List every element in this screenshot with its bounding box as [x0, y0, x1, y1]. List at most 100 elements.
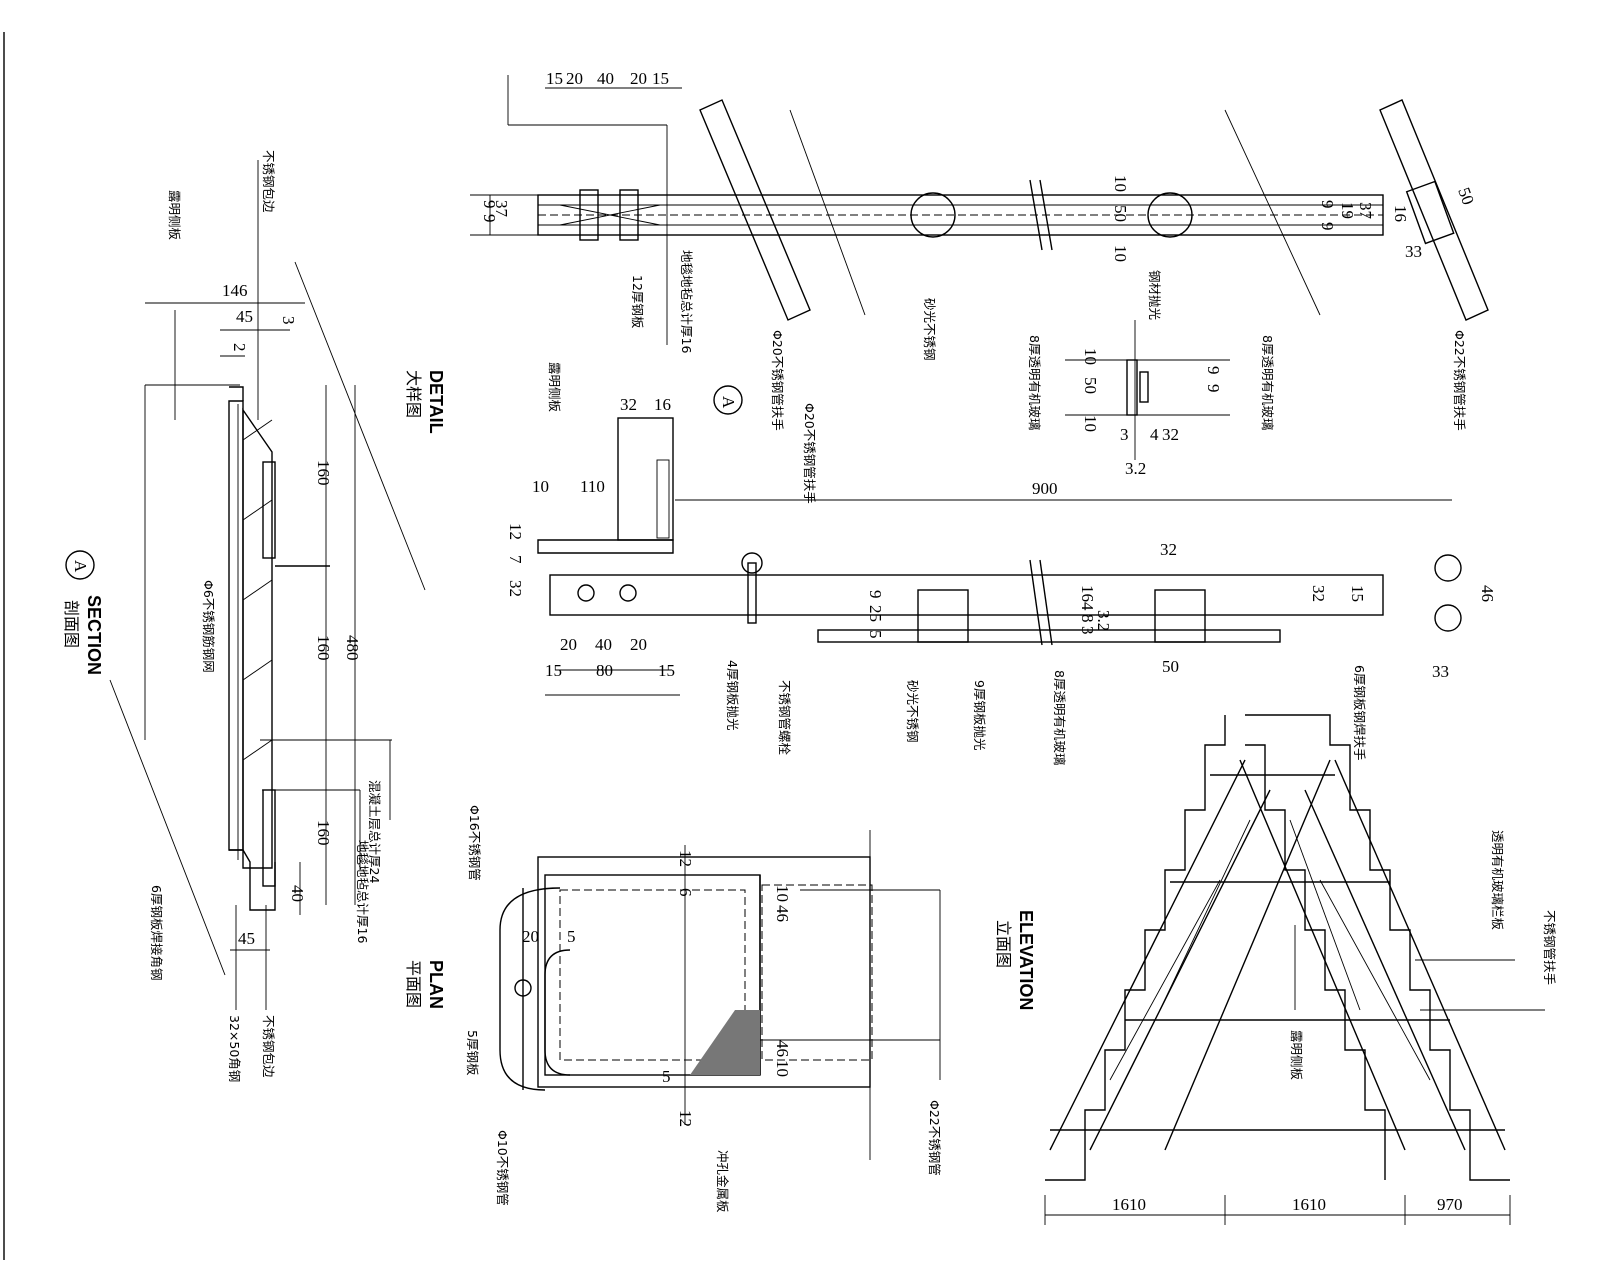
hatch-1 — [242, 419, 273, 441]
elev-stair-left — [1045, 715, 1226, 1181]
note-satin-steel: 砂光不锈钢 — [922, 298, 937, 361]
note-pipe-22: Φ22不锈钢管扶手 — [1452, 330, 1467, 431]
section-title-cn: 剖面图 — [62, 600, 81, 648]
section-concrete — [242, 407, 273, 869]
glass-strip — [817, 629, 1281, 643]
dim-16b: 16 — [654, 395, 671, 414]
dim-50b: 50 — [1162, 657, 1179, 676]
dim-33b: 33 — [1432, 662, 1449, 681]
dim-top-15: 15 — [546, 69, 563, 88]
elev-hatch-4 — [1319, 879, 1431, 1081]
bolt-1 — [579, 189, 599, 241]
plan-dim-5: 5 — [567, 927, 576, 946]
note-concrete: 混凝土层总计厚24 — [367, 780, 382, 883]
plan-dim-46: 46 — [773, 905, 792, 922]
mid-dim-50: 50 — [1081, 377, 1100, 394]
note-4-plate: 4厚钢板抛光 — [725, 660, 740, 730]
mid-dim-32: 32 — [1162, 425, 1179, 444]
dim-160-a: 160 — [314, 460, 333, 486]
dim-bot-20b: 20 — [630, 635, 647, 654]
dim-37: 37 — [492, 200, 511, 218]
dim-top-15b: 15 — [652, 69, 669, 88]
plan-perforated-patch — [690, 1010, 760, 1075]
break-mark-4 — [1039, 559, 1053, 646]
section-tag-circle — [65, 550, 95, 580]
elev-hatch-3 — [1289, 819, 1361, 1011]
plan-dim-10: 10 — [773, 885, 792, 902]
dim-50: 50 — [1454, 185, 1478, 207]
dim-37b: 37 — [1356, 202, 1375, 220]
dim-32d: 32 — [1309, 585, 1328, 602]
dim-32: 32 — [620, 395, 637, 414]
elev-hatch-1 — [1109, 879, 1221, 1081]
clamp-circle-1 — [910, 192, 956, 238]
dim-9d: 9 — [1318, 222, 1337, 231]
dim-40: 40 — [288, 885, 307, 902]
elev-stringer-mid-1 — [1239, 759, 1406, 1151]
note-acrylic-bottom: 8厚透明有机玻璃 — [1052, 670, 1067, 765]
dim-9a: 9 — [480, 200, 499, 209]
elev-stringer-right-1 — [1334, 759, 1506, 1151]
detail-title-en: DETAIL — [426, 370, 446, 434]
detail-lower-rail — [549, 574, 1384, 616]
mid-dim-10b: 10 — [1081, 415, 1100, 432]
hatch-3 — [242, 579, 273, 601]
hatch-5 — [242, 739, 273, 761]
note-pipe-10: Φ10不锈钢管 — [495, 1130, 510, 1206]
note-acrylic-top: 8厚透明有机玻璃 — [1260, 335, 1275, 430]
dim-top-20b: 20 — [630, 69, 647, 88]
note-steel-polish: 钢材抛光 — [1147, 270, 1162, 320]
detail-title-cn: 大样图 — [404, 370, 423, 418]
dim-80: 80 — [596, 661, 613, 680]
note-satin-steel-2: 砂光不锈钢 — [905, 680, 920, 743]
plan-title-cn: 平面图 — [404, 960, 423, 1008]
elev-stringer-left-1 — [1049, 759, 1246, 1151]
note-stainless-edge-top: 不锈钢包边 — [261, 150, 276, 213]
step-plate — [537, 539, 674, 554]
mid-dim-10: 10 — [1081, 348, 1100, 365]
note-carpet-16: 地毯地毡总计厚16 — [679, 250, 694, 353]
dim-9b: 9 — [480, 214, 499, 223]
plan-pipe-16 — [499, 887, 561, 1091]
dim-15a: 15 — [545, 661, 562, 680]
break-mark-2 — [1039, 179, 1053, 251]
section-tag-letter: A — [71, 560, 90, 573]
note-side-panel-detail: 露明侧板 — [547, 362, 562, 413]
dim-45: 45 — [236, 307, 253, 326]
bolt-hole-2 — [619, 584, 637, 602]
plan-view: 12 6 20 5 10 46 46 10 5 12 Φ16不锈钢管 5厚钢板 … — [404, 805, 942, 1213]
note-plate-angle: 6厚钢板焊接角钢 — [149, 885, 164, 980]
pipe-20-diag — [699, 99, 811, 321]
plan-inner-dashed — [559, 889, 746, 1061]
dim-top-40: 40 — [597, 69, 614, 88]
clamp-circle-2 — [1147, 192, 1193, 238]
mid-dim-4: 4 — [1150, 425, 1159, 444]
note-pipe-16: Φ16不锈钢管 — [467, 805, 482, 881]
section-slab-outline — [228, 400, 244, 851]
note-stainless-edge-bottom: 不锈钢包边 — [261, 1015, 276, 1078]
dim-32b: 32 — [506, 580, 525, 597]
section-view: 146 45 3 2 160 160 160 480 40 45 露明侧板 不锈… — [62, 150, 426, 1082]
elev-stringer-mid-2 — [1164, 759, 1331, 1151]
break-mark-1 — [1029, 179, 1043, 251]
mid-dim-9a: 9 — [1204, 366, 1223, 375]
diag-line-a — [789, 109, 866, 316]
dim-bot-20: 20 — [560, 635, 577, 654]
dim-46: 46 — [1478, 585, 1497, 602]
elev-width-1: 1610 — [1112, 1195, 1146, 1214]
note-stainless-handrail: 不锈钢管扶手 — [1542, 910, 1557, 985]
dim-45b: 45 — [238, 929, 255, 948]
plan-title-en: PLAN — [426, 960, 446, 1009]
clamp-bolt — [1139, 371, 1149, 403]
elev-stair-right — [1245, 714, 1510, 1181]
dim-bot-40: 40 — [595, 635, 612, 654]
hatch-2 — [242, 499, 273, 521]
dim-8: 8 — [1078, 614, 1097, 623]
dim-160-b: 160 — [314, 635, 333, 661]
dim-110: 110 — [580, 477, 605, 496]
dim-top-20: 20 — [566, 69, 583, 88]
note-acrylic-mid: 8厚透明有机玻璃 — [1027, 335, 1042, 430]
plan-dim-12a: 12 — [676, 850, 695, 867]
callout-a-letter: A — [719, 396, 738, 409]
